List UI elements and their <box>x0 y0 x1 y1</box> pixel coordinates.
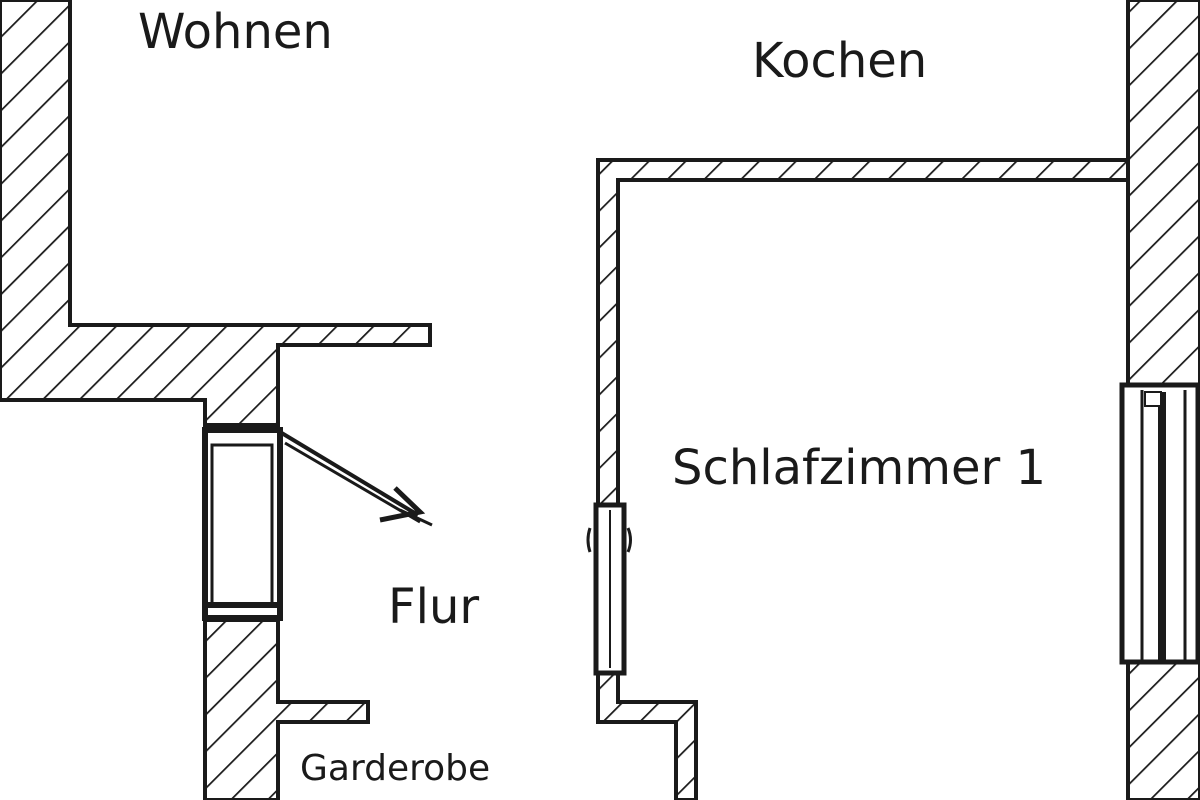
room-label-kochen: Kochen <box>752 33 927 89</box>
wall-right-lower <box>1126 660 1200 800</box>
room-label-garderobe: Garderobe <box>300 748 490 789</box>
wall-right-upper <box>1126 0 1200 387</box>
window-schlafzimmer <box>1119 382 1200 665</box>
room-label-flur: Flur <box>388 579 479 635</box>
wall-flur-left-lower <box>203 618 370 800</box>
wall-schlafzimmer-left-lower <box>596 670 698 800</box>
room-label-schlafzimmer: Schlafzimmer 1 <box>672 440 1046 496</box>
wall-left-upper <box>0 0 432 427</box>
door-flur-left <box>202 427 283 621</box>
room-label-wohnen: Wohnen <box>138 4 333 60</box>
door-swing-arrow-icon <box>278 430 433 527</box>
door-schlafzimmer <box>586 502 632 676</box>
